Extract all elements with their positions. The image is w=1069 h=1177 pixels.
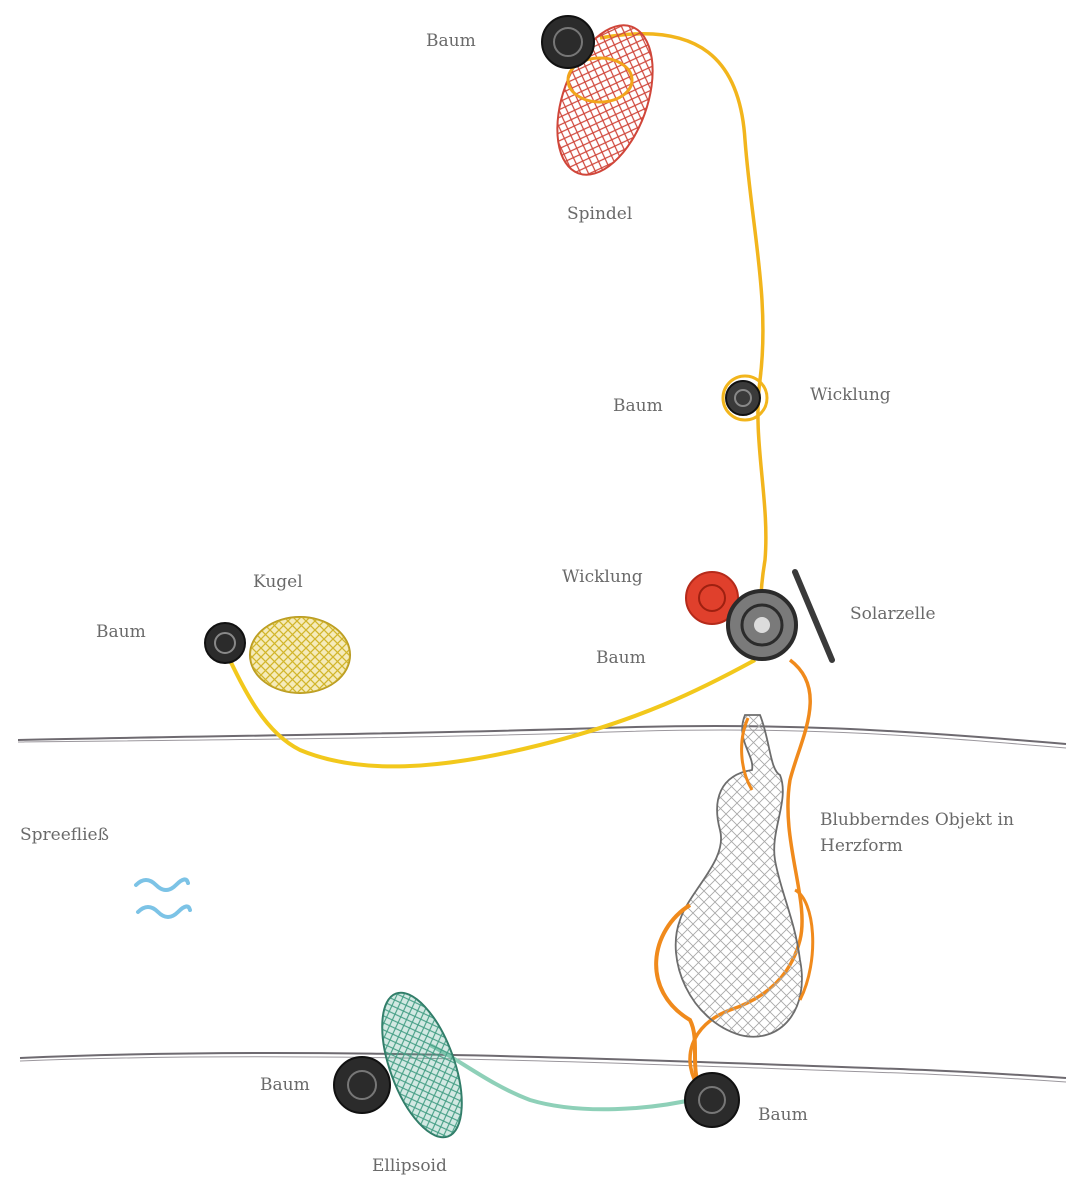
tree-bottom-left — [334, 1057, 390, 1113]
label-blubb-line2: Herzform — [820, 836, 903, 856]
label-baum-top: Baum — [426, 31, 476, 51]
tree-mid — [726, 381, 760, 415]
label-baum-bottom-left: Baum — [260, 1075, 310, 1095]
label-baum-solar: Baum — [596, 648, 646, 668]
label-blubb-line1: Blubberndes Objekt in — [820, 810, 1014, 830]
label-baum-mid: Baum — [613, 396, 663, 416]
label-wicklung-red: Wicklung — [562, 567, 643, 587]
tree-kugel — [205, 623, 245, 663]
tree-bottom-right — [685, 1073, 739, 1127]
label-wicklung-mid: Wicklung — [810, 385, 891, 405]
label-spindel: Spindel — [567, 204, 632, 224]
label-kugel: Kugel — [253, 572, 303, 592]
water-wave-icon — [136, 879, 190, 917]
label-spreefliess: Spreefließ — [20, 825, 109, 845]
label-baum-bottom-right: Baum — [758, 1105, 808, 1125]
label-baum-kugel: Baum — [96, 622, 146, 642]
tree-top — [542, 16, 594, 68]
label-ellipsoid: Ellipsoid — [372, 1156, 447, 1176]
solar-cell — [795, 572, 832, 660]
heart-object — [656, 715, 813, 1090]
riverbank-upper — [18, 726, 1066, 744]
label-solarzelle: Solarzelle — [850, 604, 936, 624]
